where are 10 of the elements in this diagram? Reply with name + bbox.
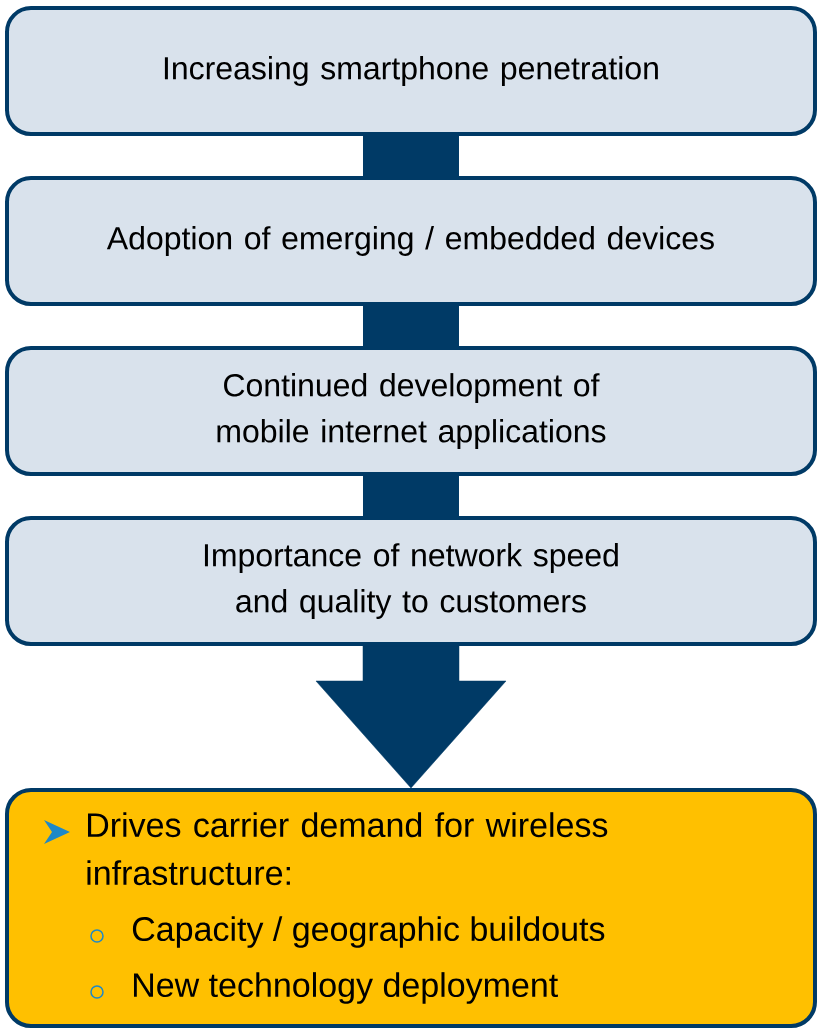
process-box: Adoption of emerging / embedded devices — [5, 176, 817, 306]
bullet-text: New technology deployment — [134, 972, 558, 1004]
connector-bar — [363, 306, 459, 346]
process-box: Importance of network speed and quality to customers — [5, 516, 817, 646]
process-box: Continued development of mobile internet applications — [5, 346, 817, 476]
bullet-text: Capacity / geographic buildouts — [132, 916, 605, 948]
connector-arrow — [315, 645, 507, 789]
process-box: Increasing smartphone penetration — [5, 6, 817, 136]
connector-bar — [363, 136, 459, 176]
bullet-text: Drives carrier demand for wireless infrastructure: — [87, 812, 608, 886]
